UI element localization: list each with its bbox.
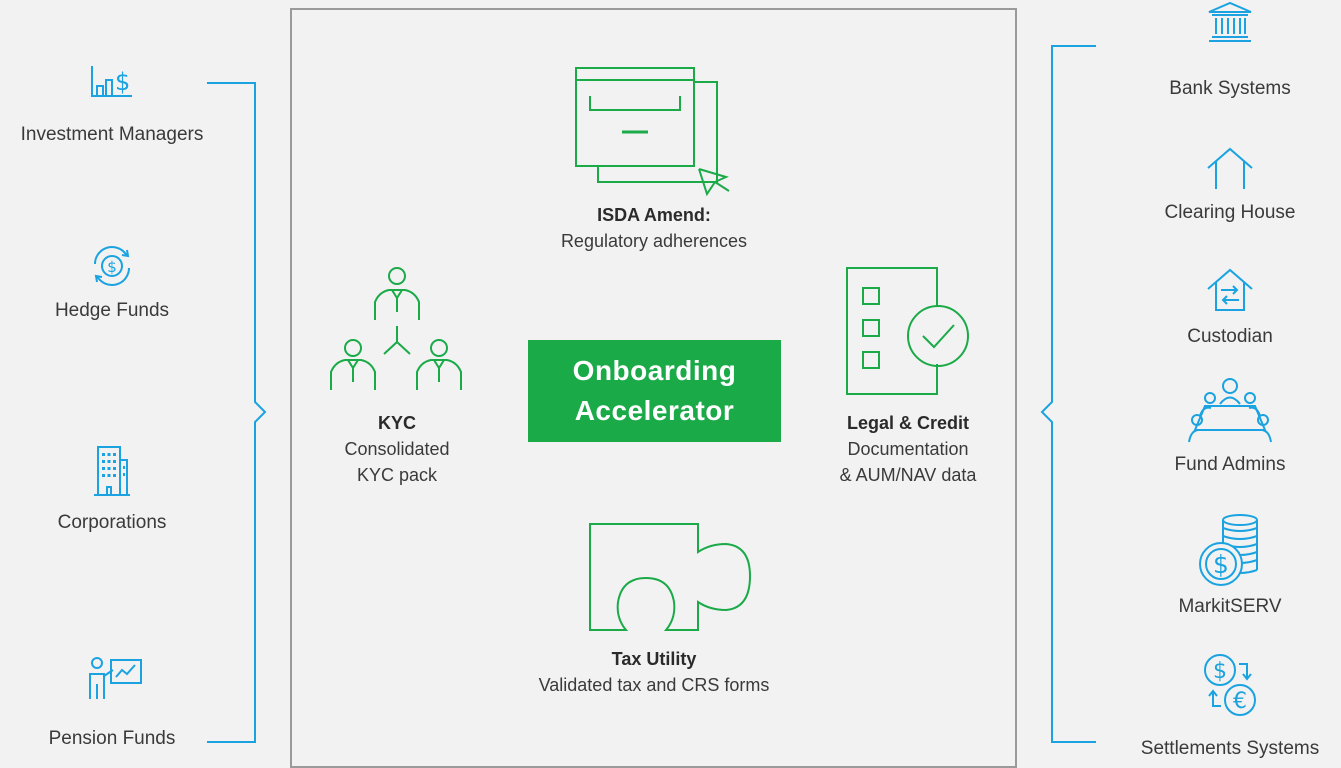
right-item-bank-systems: Bank Systems (1125, 0, 1335, 100)
right-item-settlements-systems: $ € Settlements Systems (1125, 652, 1335, 760)
svg-text:$: $ (107, 258, 117, 276)
meeting-table-icon (1188, 378, 1272, 443)
right-item-label: MarkitSERV (1178, 596, 1282, 617)
puzzle-piece-icon (589, 523, 752, 631)
right-item-markitserv: $ MarkitSERV (1125, 514, 1335, 618)
tax-desc: Validated tax and CRS forms (538, 675, 770, 695)
dollar-cycle-icon: $ (94, 246, 130, 286)
bar-chart-dollar-icon: $ (91, 66, 132, 97)
presenter-chart-icon (89, 657, 142, 699)
isda-desc: Regulatory adherences (560, 231, 748, 251)
checklist-icon (846, 267, 969, 395)
kyc-title: KYC (377, 413, 416, 433)
kyc-desc-line2: KYC pack (356, 465, 438, 485)
left-item-label: Hedge Funds (54, 300, 170, 321)
tax-title: Tax Utility (611, 649, 697, 669)
house-icon (1207, 147, 1253, 189)
onboarding-accelerator-box: Onboarding Accelerator (528, 340, 781, 442)
legal-desc-line1: Documentation (847, 439, 969, 459)
right-item-label: Settlements Systems (1140, 738, 1320, 759)
coin-stack-icon: $ (1199, 514, 1258, 586)
svg-text:$: $ (1213, 659, 1227, 684)
right-item-label: Fund Admins (1174, 454, 1286, 475)
right-item-fund-admins: Fund Admins (1125, 376, 1335, 476)
browser-window-cursor-icon (575, 67, 730, 197)
accelerator-title-line2: Accelerator (574, 395, 735, 426)
left-item-label: Investment Managers (20, 124, 204, 145)
right-item-label: Clearing House (1164, 202, 1296, 223)
currency-exchange-icon: $ € (1204, 654, 1256, 716)
tax-utility-text: Tax Utility Validated tax and CRS forms (504, 646, 804, 698)
svg-text:€: € (1233, 689, 1247, 714)
right-item-custodian: Custodian (1125, 268, 1335, 348)
left-item-label: Corporations (57, 512, 167, 533)
right-item-label: Bank Systems (1169, 78, 1291, 99)
accelerator-title-line1: Onboarding (572, 355, 737, 386)
org-people-icon (330, 267, 462, 390)
bank-icon (1208, 1, 1252, 42)
svg-text:$: $ (1213, 550, 1229, 579)
left-item-pension-funds: Pension Funds (0, 656, 224, 750)
legal-desc-line2: & AUM/NAV data (839, 465, 977, 485)
right-item-label: Custodian (1187, 326, 1273, 347)
left-item-corporations: Corporations (0, 444, 224, 534)
isda-title: ISDA Amend: (597, 205, 711, 225)
left-item-hedge-funds: $ Hedge Funds (0, 246, 224, 322)
kyc-text: KYC Consolidated KYC pack (297, 410, 497, 488)
legal-credit-text: Legal & Credit Documentation & AUM/NAV d… (808, 410, 1008, 488)
house-transfer-icon (1207, 268, 1253, 311)
isda-amend-text: ISDA Amend: Regulatory adherences (504, 202, 804, 254)
kyc-desc-line1: Consolidated (344, 439, 450, 459)
office-building-icon (94, 446, 130, 496)
left-item-investment-managers: $ Investment Managers (0, 62, 224, 146)
svg-text:$: $ (115, 68, 130, 96)
right-item-clearing-house: Clearing House (1125, 146, 1335, 224)
left-item-label: Pension Funds (48, 728, 176, 749)
legal-title: Legal & Credit (846, 413, 970, 433)
